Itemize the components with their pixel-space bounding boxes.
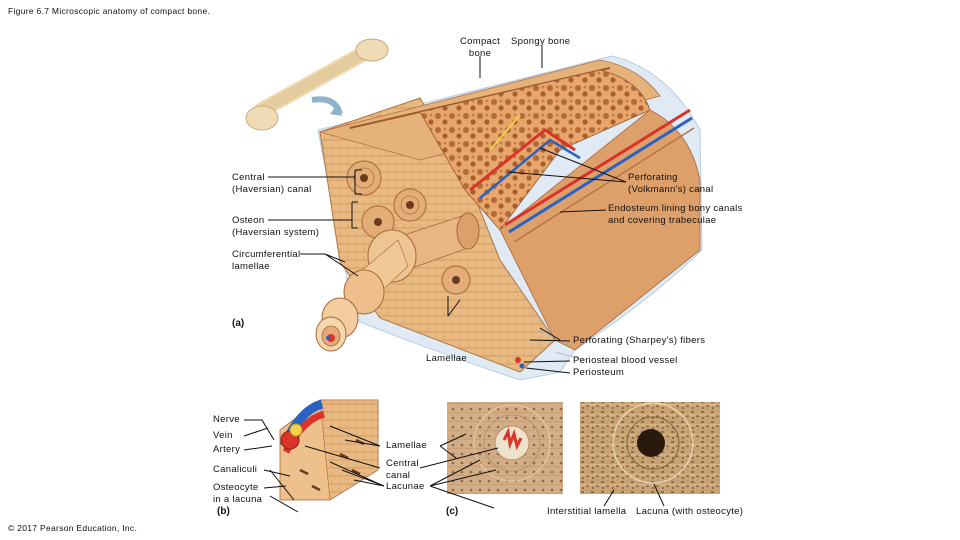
leader-lines-c: [419, 433, 665, 509]
micrograph-osteon: [447, 402, 563, 494]
label-periosteal-vessel: Periosteal blood vessel: [573, 355, 678, 366]
label-periosteum: Periosteum: [573, 367, 625, 378]
label-lacunae: Lacunae: [386, 481, 425, 492]
panel-label-b: (b): [217, 506, 230, 517]
label-endosteum: Endosteum lining bony canals and coverin…: [608, 203, 743, 226]
shaft-vein: [508, 116, 693, 234]
spongy-bone-region: [419, 69, 651, 231]
label-lacuna-osteocyte: Lacuna (with osteocyte): [636, 506, 744, 517]
panel-label-c: (c): [446, 506, 459, 517]
label-vein: Vein: [213, 430, 233, 441]
copyright-text: © 2017 Pearson Education, Inc.: [8, 523, 138, 533]
label-interstitial-lamella: Interstitial lamella: [547, 506, 627, 517]
leader-lines-a: [268, 46, 627, 374]
label-osteocyte: Osteocyte in a lacuna: [213, 482, 263, 505]
label-central-canal-b: Central canal: [386, 458, 419, 481]
label-perforating-canal: Perforating (Volkmann's) canal: [628, 172, 714, 195]
perforating-vein: [479, 138, 581, 199]
label-spongy-bone: Spongy bone: [511, 36, 571, 47]
perforating-artery: [469, 128, 576, 192]
periosteal-vessel-dot: [515, 357, 521, 363]
longitudinal-shaft: [499, 109, 701, 351]
label-nerve: Nerve: [213, 414, 240, 425]
label-artery: Artery: [213, 444, 241, 455]
panel-label-a: (a): [232, 318, 245, 329]
shaft-groove: [513, 127, 695, 243]
leader-lines-b: [243, 419, 385, 513]
osteon-telescope: [315, 212, 480, 352]
micrograph-lacuna: [580, 402, 720, 494]
figure-title: Figure 6.7 Microscopic anatomy of compac…: [8, 6, 211, 16]
label-canaliculi: Canaliculi: [213, 464, 258, 475]
label-lamellae-a: Lamellae: [426, 353, 467, 364]
label-lamellae-b: Lamellae: [386, 440, 427, 451]
perforating-nerve: [489, 114, 521, 151]
shaft-artery: [504, 108, 691, 227]
osteons: [346, 160, 471, 295]
label-circumferential-lamellae: Circumferential lamellae: [232, 249, 301, 272]
panel-b-illustration: [279, 399, 379, 501]
long-bone-thumbnail: [245, 38, 389, 131]
label-compact-bone: Compact bone: [460, 36, 501, 59]
label-central-canal: Central (Haversian) canal: [232, 172, 312, 195]
label-osteon: Osteon (Haversian system): [232, 215, 320, 238]
label-sharpeys-fibers: Perforating (Sharpey's) fibers: [573, 335, 706, 346]
